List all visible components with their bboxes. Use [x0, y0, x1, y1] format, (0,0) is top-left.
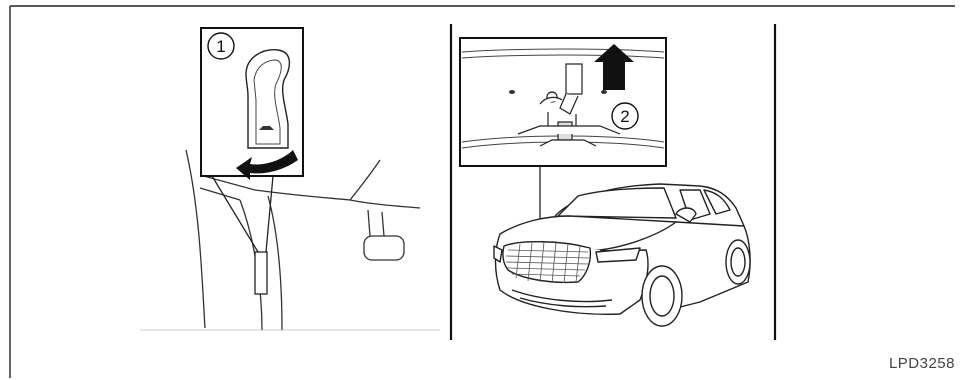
hood-release-lever-icon [246, 50, 289, 148]
lever-location-marker [255, 252, 267, 294]
figure-code: LPD3258 [889, 355, 955, 372]
callout-1-label: 1 [216, 37, 225, 56]
suv-vehicle-icon [494, 184, 750, 326]
brake-pedal [364, 236, 404, 260]
inset-hood-latch: 2 [460, 38, 666, 166]
front-wheel [642, 266, 682, 326]
rear-wheel [726, 240, 750, 284]
inset-lever-detail: 1 [201, 28, 303, 180]
callout-line-1 [212, 176, 273, 252]
callout-2-label: 2 [620, 107, 629, 126]
